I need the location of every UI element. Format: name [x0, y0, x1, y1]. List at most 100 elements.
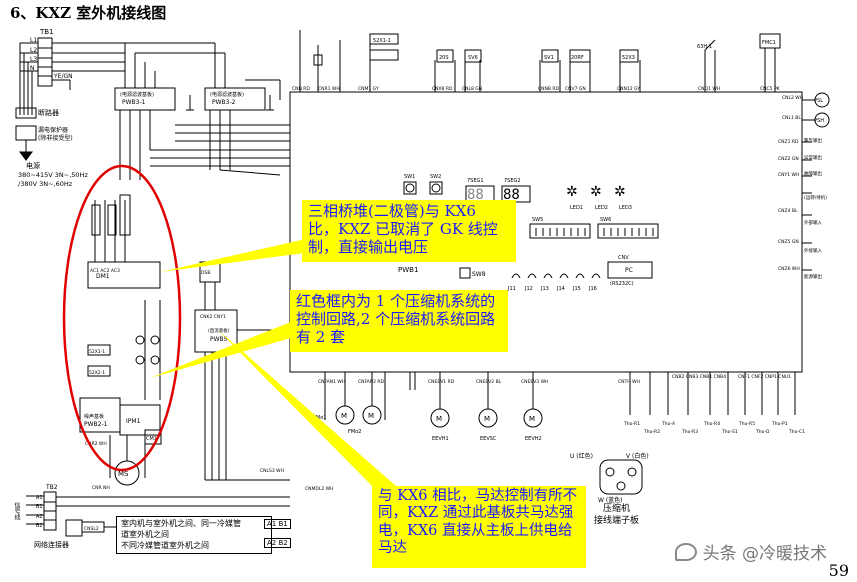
ipm1-label: IPM1 — [126, 418, 141, 425]
pwb5-label: PWB5 — [210, 336, 228, 343]
bottom-note: 室内机与室外机之间、同一冷媒管 道室外机之间 不同冷媒管道室外机之间 — [116, 516, 272, 555]
valve-eevh2: EEVH2 — [525, 436, 542, 442]
part-63h-1: 63H-1 — [697, 44, 712, 50]
tb2-a1: A1 — [36, 495, 43, 501]
comp-u-label: U (红色) — [570, 452, 593, 460]
conn-cneev3: CNEEV3 WH — [521, 379, 548, 385]
part-52x3: 52X3 — [622, 55, 635, 61]
terminal-l3: L3 — [30, 56, 37, 63]
tb2-label: TB2 — [45, 484, 58, 491]
jumper-j14: J14 — [556, 286, 565, 292]
part-sv6: SV6 — [468, 55, 478, 61]
conn-cnf: CNF1 CNF2 CNP1 CNU1 — [738, 374, 791, 380]
conn-cnls3: CNLS3 WH — [260, 468, 284, 474]
power-label: 电源 — [26, 162, 40, 170]
svg-text:88: 88 — [467, 187, 484, 203]
pwb5-module — [194, 261, 290, 481]
svg-text:Tho-C1: Tho-C1 — [788, 429, 805, 435]
led2-icon: ✲ — [590, 184, 602, 200]
led3-icon: ✲ — [614, 184, 626, 200]
conn-cnc5: CNC5 PK — [760, 86, 781, 92]
conn-cnz5: CNZ5 GN — [778, 239, 799, 245]
sw5-label: SW5 — [532, 217, 543, 223]
conn-cnth: CNTH WH — [618, 379, 640, 385]
jumper-j13: J13 — [540, 286, 549, 292]
eev-valves — [430, 372, 543, 428]
part-20s: 20S — [439, 55, 449, 61]
svg-text:Tho-S1: Tho-S1 — [721, 429, 738, 435]
tb1-block — [15, 37, 125, 161]
right-label-4: (运转/待机) — [804, 194, 827, 201]
pwb5-sub: (直流基板) — [208, 327, 230, 334]
conn-cnl8: CNL8 GN — [462, 86, 482, 92]
seg2-label: 7SEG2 — [504, 178, 521, 184]
conn-cnz6: CNZ6 WH — [778, 266, 800, 272]
callout-bridge: 三相桥堆(二极管)与 KX6 比，KXZ 已取消了 GK 线控制，直接输出电压 — [302, 200, 516, 262]
tb2-a2: A2 — [36, 514, 43, 520]
svg-text:Tho-D: Tho-D — [755, 429, 770, 435]
svg-text:Tho-R4: Tho-R4 — [703, 421, 720, 427]
power-spec-1: 380~415V 3N~,50Hz — [18, 171, 88, 179]
pwb3-2-label: PWB3-2 — [212, 99, 236, 106]
right-label-5: 外部输入 — [804, 219, 822, 226]
tb2-b2: B2 — [36, 523, 43, 529]
fan2-label: FMo2 — [348, 429, 361, 435]
conn-cnmdl2: CNMDL2 WH — [305, 486, 334, 492]
pc-label: PC — [625, 267, 633, 274]
seg1-label: 7SEG1 — [467, 178, 484, 184]
conn-cnx8: CNX8 RD — [432, 86, 453, 92]
conn-cnn12: CNN12 GY — [617, 86, 640, 92]
part-52x1-2: 52X1-1 — [89, 349, 105, 355]
conn-cneev1: CNEEV1 RD — [428, 379, 455, 385]
right-label-1: 警告输出 — [804, 137, 822, 144]
pwb2-sub: 噪声基板 — [84, 413, 104, 420]
conn-cnn: CNN RD — [292, 86, 310, 92]
conn-cny1: CNY1 WH — [778, 172, 799, 178]
conn-cnfan2: CNFAN2 RD — [358, 379, 385, 385]
conn-cnz2: CNZ2 GN — [778, 156, 799, 162]
jumper-j15: J15 — [572, 286, 581, 292]
note-box-a2b2: A2 B2 — [264, 538, 291, 548]
callout-compressor-pointer — [150, 320, 298, 378]
jumper-j12: J12 — [524, 286, 533, 292]
conn-cnnb: CNNB RD — [538, 86, 560, 92]
led3-label: LED3 — [619, 205, 632, 211]
conn-cnq1: CNQ1 WH — [698, 86, 720, 92]
conn-cnv7: CNV7 GN — [565, 86, 586, 92]
signal-line-label: 信号线 — [13, 502, 20, 520]
sw8-label: SW8 — [472, 271, 486, 278]
network-terminal-label: 网络连接器 — [34, 541, 69, 549]
note-box-a1b1: A1 B1 — [264, 519, 291, 529]
callout-motor-pointer — [218, 330, 396, 492]
pwb2-1-label: PWB2-1 — [84, 421, 108, 428]
main-pcb — [289, 91, 803, 373]
terminal-n: N — [30, 65, 35, 72]
callout-bridge-pointer — [160, 238, 312, 272]
conn-cnrnh: CNR NH — [92, 485, 110, 491]
jumper-j11: J11 — [507, 286, 516, 292]
tb2-b1: B1 — [36, 504, 43, 510]
led1-icon: ✲ — [566, 184, 578, 200]
fan2-icon: M — [368, 412, 374, 420]
top-connector-wires — [299, 30, 781, 92]
pc-sub-label: (RS232C) — [610, 281, 634, 287]
compressor-terminal — [599, 459, 643, 495]
conn-cnl1: CNL1 BL — [782, 115, 801, 121]
label-psh: PSH — [814, 118, 824, 124]
svg-text:Tho-A: Tho-A — [661, 421, 676, 427]
tb2-block — [26, 491, 290, 537]
conn-cnm1: CNM1 GY — [358, 86, 379, 92]
svg-text:88: 88 — [503, 187, 520, 203]
watermark-text: 头条 @冷暖技术 — [702, 544, 827, 564]
dm1-terminals: AC1 AC2 AC3 — [90, 268, 120, 274]
conn-cnfan1: CNFAN1 WH — [318, 379, 345, 385]
bottom-note-line1: 室内机与室外机之间、同一冷媒管 — [121, 519, 241, 528]
pwb3-1-sub: (电源滤波基板) — [120, 91, 154, 98]
part-20rf: 20RF — [571, 55, 584, 61]
pwb1-label: PWB1 — [398, 266, 418, 274]
svg-text:Tho-P1: Tho-P1 — [771, 421, 788, 427]
conn-cnr2: CNR2 WH — [85, 441, 107, 447]
sw2-label: SW2 — [430, 174, 441, 180]
terminal-l2: L2 — [30, 47, 37, 54]
